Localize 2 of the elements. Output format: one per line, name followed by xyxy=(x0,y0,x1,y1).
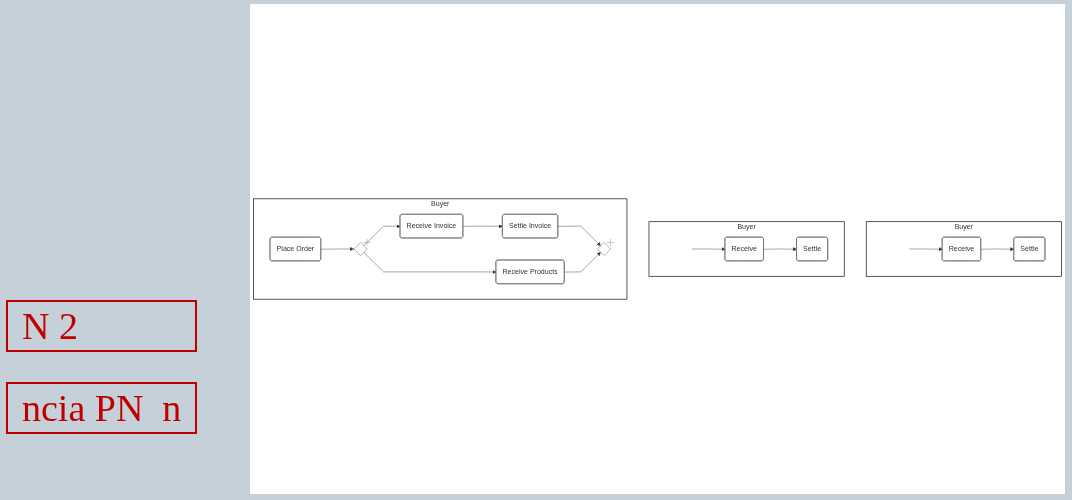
slide-text: ncia PN n xyxy=(6,382,198,434)
slide-text: N 2 xyxy=(6,300,198,352)
